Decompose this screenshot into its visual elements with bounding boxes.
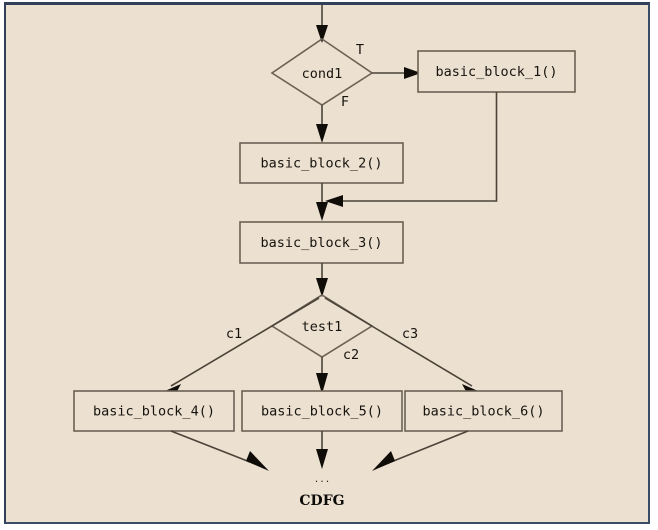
edge-label-c1: c1 (226, 326, 242, 342)
edge-block2-to-block3 (316, 183, 328, 221)
ellipsis-indicator: ... (315, 472, 332, 485)
node-block6[interactable]: basic_block_6() (404, 390, 563, 432)
edge-block6-outgoing (372, 430, 469, 471)
figure-caption: CDFG (299, 493, 344, 509)
node-cond1-label: cond1 (302, 66, 343, 82)
edge-label-false: F (341, 94, 349, 110)
edge-label-c3: c3 (402, 326, 418, 342)
node-block4[interactable]: basic_block_4() (73, 390, 235, 432)
node-test1-label-text: test1 (302, 319, 343, 335)
edge-block3-to-test1 (316, 263, 328, 297)
node-block5-label: basic_block_5() (261, 404, 383, 420)
edge-block4-outgoing (170, 430, 269, 471)
cdfg-flowchart: cond1 T basic_block_1() F basic_block_2(… (73, 5, 576, 509)
edge-cond1-true-to-block1: T (356, 42, 421, 79)
edge-label-c2: c2 (343, 347, 359, 363)
edge-cond1-false-to-block2: F (316, 94, 349, 143)
edge-block1-to-block3-merge (325, 92, 498, 207)
node-block1-label: basic_block_1() (436, 64, 558, 80)
node-block3[interactable]: basic_block_3() (239, 221, 404, 264)
node-block3-label: basic_block_3() (261, 235, 383, 251)
edge-test1-c1-to-block4: c1 (158, 297, 320, 395)
edge-entry-to-cond1 (316, 5, 328, 43)
node-block6-label: basic_block_6() (423, 404, 545, 420)
node-block5[interactable]: basic_block_5() (241, 390, 403, 432)
node-block2-label: basic_block_2() (261, 156, 383, 172)
node-block1[interactable]: basic_block_1() (417, 50, 576, 93)
edge-block5-outgoing (316, 431, 328, 469)
node-block2[interactable]: basic_block_2() (239, 142, 404, 184)
node-block4-label: basic_block_4() (93, 404, 215, 420)
edge-test1-c2-to-block5: c2 (316, 347, 359, 394)
edge-label-true: T (356, 42, 364, 58)
figure-frame: cond1 T basic_block_1() F basic_block_2(… (4, 2, 650, 524)
